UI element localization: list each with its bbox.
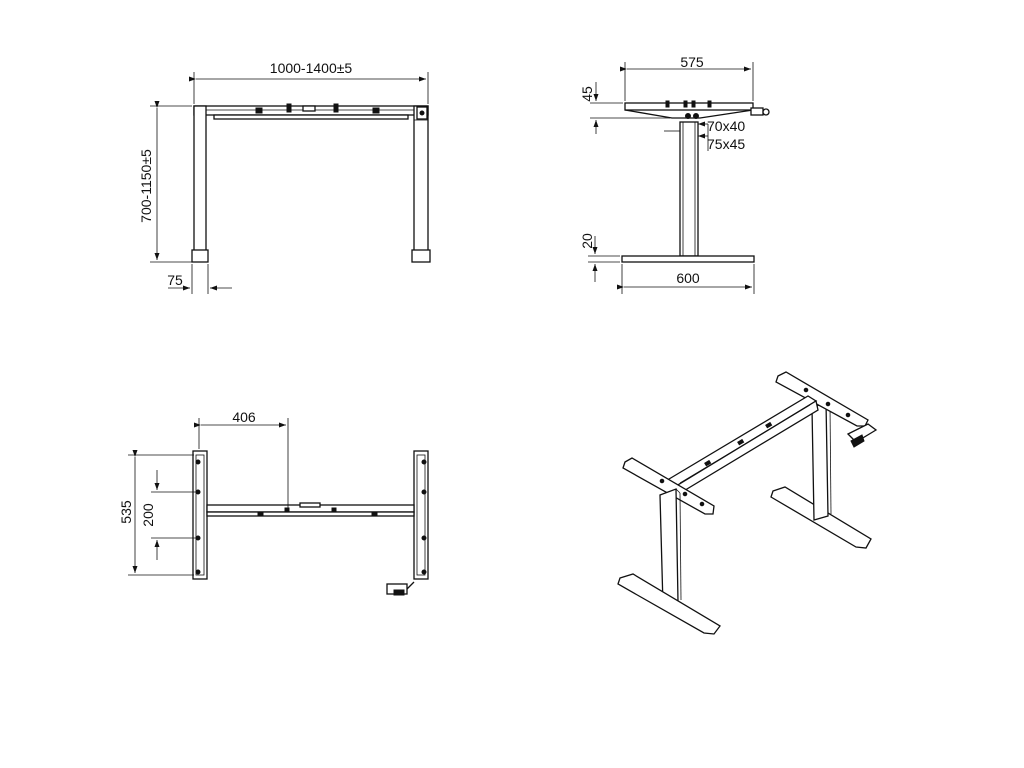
top-depth-label: 535 [118,500,134,524]
iso-left-bracket [622,457,715,515]
side-foot [621,255,755,263]
front-leg-width-label: 75 [167,272,183,288]
iso-left-foot [617,573,721,635]
front-height-label: 700-1150±5 [138,149,154,223]
iso-right-column [811,401,829,521]
side-crank-handle [750,107,764,116]
isometric-view [617,371,878,635]
front-right-leg [413,105,429,261]
side-foot-length-label: 600 [676,270,700,286]
top-hole-spacing-label: 200 [140,503,156,527]
front-width-label: 1000-1400±5 [270,60,353,76]
top-left-bracket [192,450,208,580]
side-view: 575 45 70x40 75x45 20 600 [579,54,770,294]
iso-main-beam [657,395,818,492]
top-offset-label: 406 [232,409,256,425]
side-tube-inner-label: 70x40 [707,118,745,134]
iso-left-column [659,488,679,607]
top-crossbar [206,511,415,517]
side-top-depth-label: 575 [680,54,704,70]
side-bracket-height-label: 45 [579,86,595,102]
side-foot-height-label: 20 [579,233,595,249]
front-view: 1000-1400±5 700-1150±5 75 [138,60,431,294]
front-left-leg [193,105,207,261]
side-tube-outer-label: 75x45 [707,136,745,152]
top-view: 406 535 200 [118,409,429,596]
top-right-bracket [413,450,429,580]
front-crossbar [213,114,409,120]
side-top-bracket [624,102,754,111]
